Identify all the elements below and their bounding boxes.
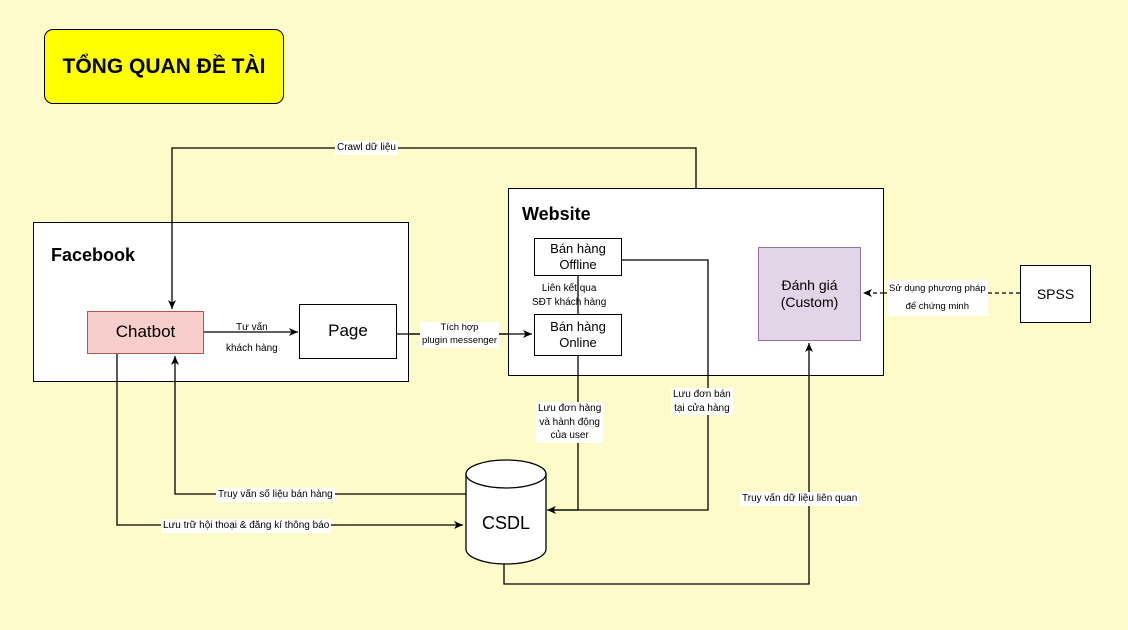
danh-gia-label: Đánh giá (Custom) xyxy=(780,277,839,310)
chatbot-label: Chatbot xyxy=(115,322,176,342)
title-text: TỔNG QUAN ĐỀ TÀI xyxy=(62,54,266,78)
chatbot-node: Chatbot xyxy=(87,311,204,354)
edge-label-luu-don-ban: Lưu đơn bán tại cửa hàng xyxy=(671,388,733,415)
edge-luu-tru xyxy=(116,354,463,529)
edge-truy-van-so-lieu xyxy=(171,356,466,495)
edge-label-lien-ket: Liên kết qua SĐT khách hàng xyxy=(532,283,607,308)
edge-truy-van-du-lieu xyxy=(503,343,813,585)
csdl-cylinder-icon xyxy=(465,459,547,565)
edge-label-luu-don-hang: Lưu đơn hàng và hành động của user xyxy=(536,402,604,443)
edge-label-tich-hop: Tích hợp plugin messenger xyxy=(420,322,499,348)
ban-hang-offline-node: Bán hàng Offline xyxy=(534,238,622,276)
edge-label-luu-tru: Lưu trữ hội thoại & đăng kí thông báo xyxy=(161,519,332,533)
title-box: TỔNG QUAN ĐỀ TÀI xyxy=(44,29,284,104)
edge-label-truy-van-so-lieu: Truy vấn số liệu bán hàng xyxy=(216,488,335,502)
page-node: Page xyxy=(299,304,397,359)
edge-label-su-dung: Sử dụng phương pháp để chứng minh xyxy=(887,280,988,317)
csdl-label: CSDL xyxy=(481,513,530,533)
ban-hang-online-node: Bán hàng Online xyxy=(534,314,622,356)
edge-label-crawl: Crawl dữ liệu xyxy=(335,141,398,155)
edge-label-tu-van: Tư vấn khách hàng xyxy=(226,322,278,354)
danh-gia-node: Đánh giá (Custom) xyxy=(758,247,861,341)
ban-hang-online-label: Bán hàng Online xyxy=(550,319,606,350)
page-label: Page xyxy=(328,321,368,341)
edge-label-truy-van-du-lieu: Truy vấn dữ liệu liên quan xyxy=(740,492,860,506)
ban-hang-offline-label: Bán hàng Offline xyxy=(550,241,606,272)
spss-node: SPSS xyxy=(1020,265,1091,323)
facebook-label: Facebook xyxy=(51,245,136,265)
website-label: Website xyxy=(522,204,591,224)
spss-label: SPSS xyxy=(1036,285,1075,302)
